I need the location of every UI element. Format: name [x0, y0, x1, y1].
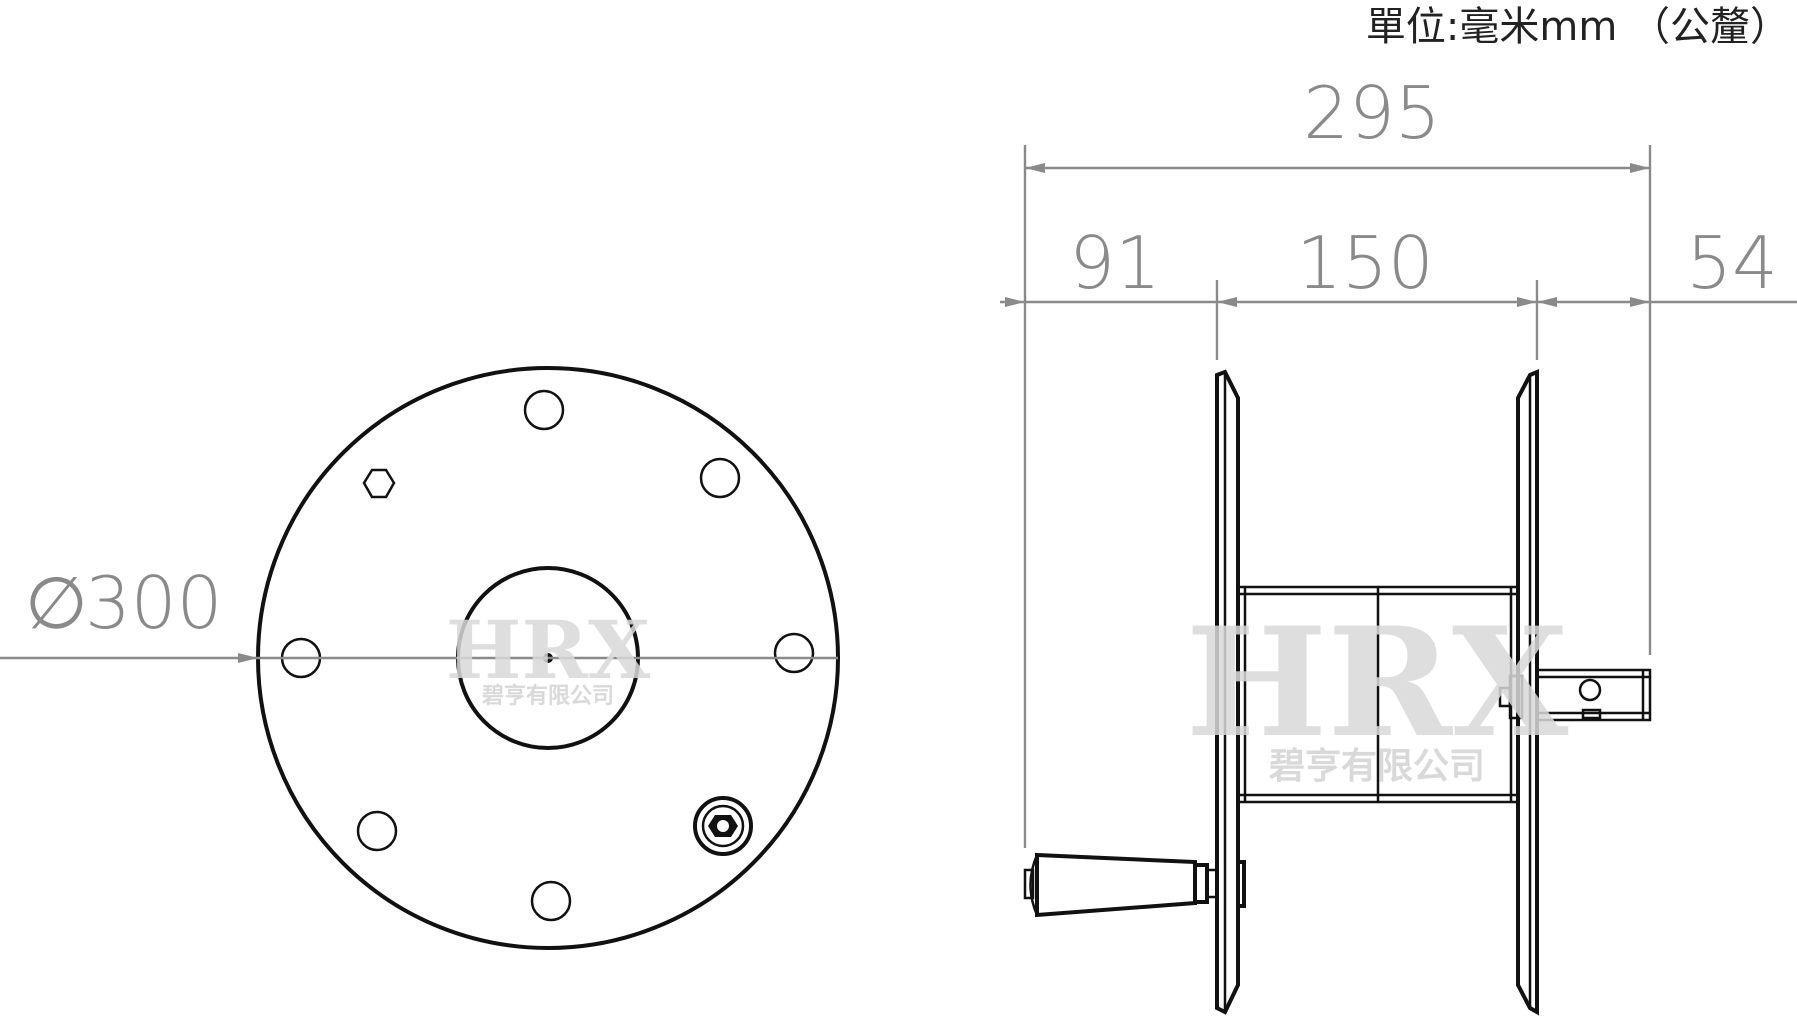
bolt-hole — [523, 389, 565, 431]
watermark-logo-small: HRX — [446, 603, 650, 697]
bolt-hole — [356, 810, 398, 852]
units-label: 單位:毫米mm （公釐） — [1366, 4, 1790, 50]
right-offset-dim-text: 54 — [1686, 221, 1778, 305]
bolt-hole — [530, 880, 572, 922]
overall-dim-text: 295 — [1303, 71, 1440, 155]
watermark-company-large: 碧亨有限公司 — [1269, 746, 1485, 787]
socket-fitting — [693, 796, 753, 856]
axle-shaft — [1498, 668, 1652, 722]
hex-nut — [362, 468, 396, 499]
front-view: ∅ 300 HRX 碧亨有限公司 — [0, 366, 840, 950]
left-offset-dim-text: 91 — [1069, 221, 1161, 305]
bolt-hole — [699, 457, 741, 499]
diameter-value: 300 — [85, 561, 222, 645]
drum-width-dim-text: 150 — [1296, 221, 1433, 305]
diameter-symbol: ∅ — [25, 561, 88, 645]
side-view: 295 91 150 54 — [1000, 71, 1797, 1016]
watermark-logo-large: HRX — [1186, 595, 1569, 771]
watermark-company-small: 碧亨有限公司 — [481, 683, 614, 709]
bolt-hole — [773, 632, 815, 674]
crank-handle — [1023, 852, 1246, 918]
